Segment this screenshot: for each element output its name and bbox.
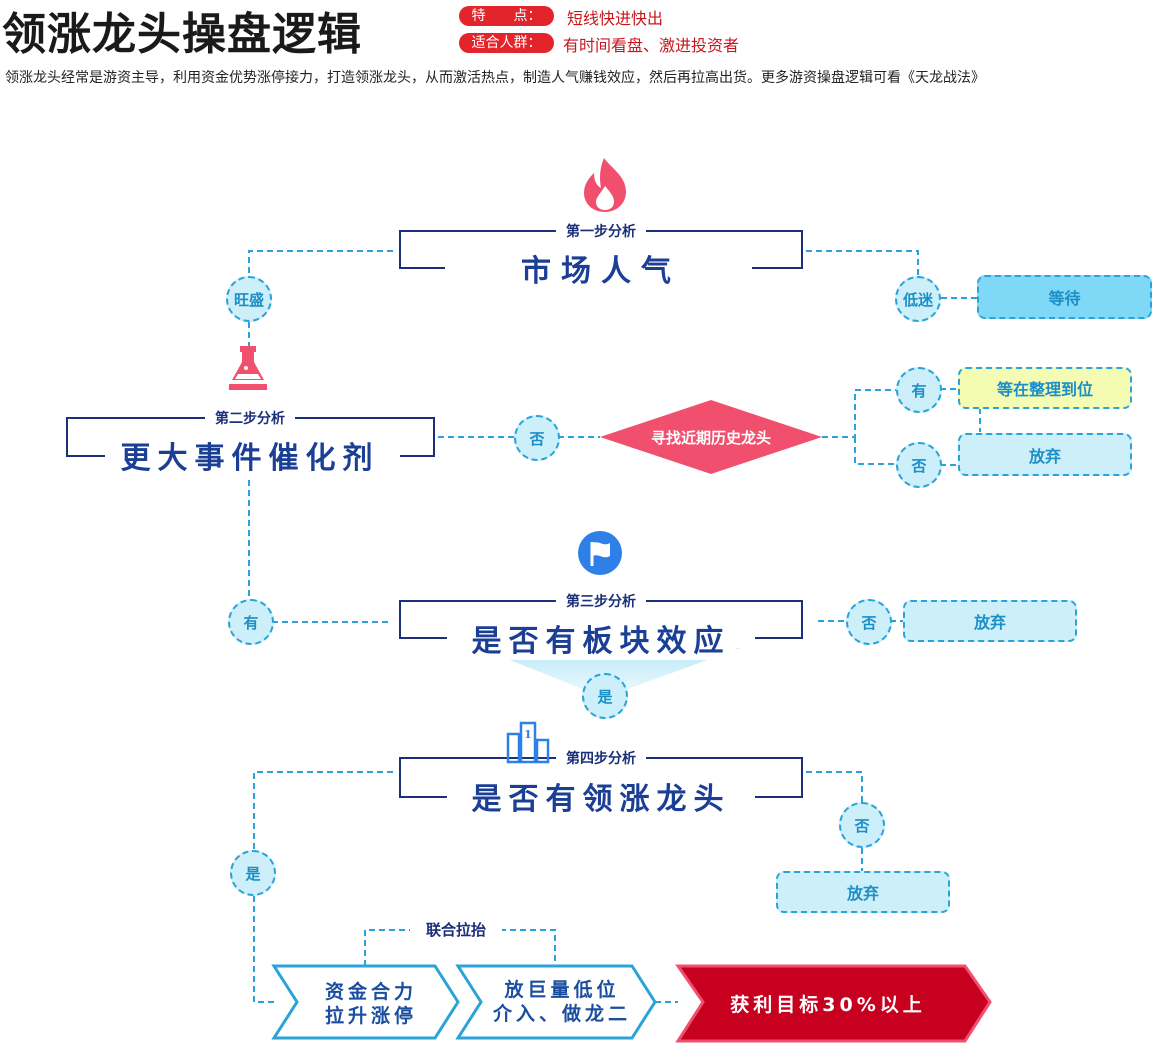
circle-leader-no: 否 bbox=[839, 802, 885, 848]
podium-icon: 1 bbox=[506, 721, 550, 764]
flag-icon bbox=[578, 531, 622, 575]
circle-sector-no: 否 bbox=[846, 599, 892, 645]
chevron1-line2: 拉升涨停 bbox=[324, 1005, 417, 1027]
step3-label: 第三步分析 bbox=[556, 591, 646, 611]
diamond-shape bbox=[600, 400, 822, 474]
circle-sector-yes: 是 bbox=[582, 673, 628, 719]
podium-number: 1 bbox=[524, 728, 532, 741]
connector-step1-left bbox=[248, 250, 393, 276]
circle-diamond-no: 否 bbox=[896, 442, 942, 488]
circle-step2-no: 否 bbox=[514, 415, 560, 461]
circle-catalyst-yes: 有 bbox=[228, 599, 274, 645]
circle-leader-yes: 是 bbox=[230, 850, 276, 896]
diamond-text: 寻找近期历史龙头 bbox=[650, 429, 771, 447]
abandon-box-diamond: 放弃 bbox=[958, 433, 1132, 476]
connector-step4-left bbox=[253, 771, 393, 850]
feature-value: 短线快进快出 bbox=[567, 9, 664, 28]
page-title: 领涨龙头操盘逻辑 bbox=[2, 9, 362, 60]
step3-title: 是否有板块效应 bbox=[465, 616, 737, 660]
chevron2-line1: 放巨量低位 bbox=[504, 979, 620, 1001]
intro-text: 领涨龙头经常是游资主导，利用资金优势涨停接力，打造领涨龙头，从而激活热点，制造人… bbox=[5, 70, 985, 86]
connector-step1-right bbox=[806, 250, 919, 276]
circle-wangsheng: 旺盛 bbox=[226, 276, 272, 322]
circle-diamond-yes: 有 bbox=[896, 367, 942, 413]
chevron1-shape bbox=[271, 964, 460, 1040]
step1-label: 第一步分析 bbox=[556, 221, 646, 241]
chevron2-text: 放巨量低位 介入、做龙二 bbox=[476, 978, 648, 1026]
chevron3-shape bbox=[675, 964, 992, 1043]
step4-label: 第四步分析 bbox=[556, 748, 646, 768]
abandon-box-sector: 放弃 bbox=[903, 600, 1077, 642]
connector-joint-left bbox=[364, 929, 410, 966]
connector-joint-right bbox=[500, 929, 556, 966]
chevron2-line2: 介入、做龙二 bbox=[492, 1003, 631, 1025]
audience-pill: 适合人群： bbox=[459, 33, 554, 53]
connector-diamond-no bbox=[854, 437, 896, 465]
chevron1-line1: 资金合力 bbox=[324, 981, 417, 1003]
flask-icon bbox=[229, 346, 267, 390]
joint-label: 联合拉抬 bbox=[410, 919, 502, 940]
wait-box: 等待 bbox=[977, 275, 1152, 319]
wait-consolidation-box: 等在整理到位 bbox=[958, 367, 1132, 409]
abandon-box-leader: 放弃 bbox=[776, 871, 950, 913]
connector-shi-final bbox=[253, 896, 274, 1003]
step4-title: 是否有领涨龙头 bbox=[465, 774, 737, 818]
chevron1-text: 资金合力 拉升涨停 bbox=[296, 980, 446, 1028]
connector-step4-right bbox=[806, 771, 863, 802]
step1-title: 市场人气 bbox=[515, 246, 687, 290]
audience-value: 有时间看盘、激进投资者 bbox=[563, 36, 740, 55]
fire-icon bbox=[584, 158, 626, 212]
feature-pill: 特 点： bbox=[459, 6, 554, 26]
step2-title: 更大事件催化剂 bbox=[114, 433, 386, 477]
connector-diamond-yes bbox=[822, 389, 896, 438]
step2-label: 第二步分析 bbox=[205, 408, 295, 428]
circle-dimi: 低迷 bbox=[895, 276, 941, 322]
chevron3-text: 获利目标30%以上 bbox=[730, 994, 926, 1016]
chevron2-shape bbox=[455, 964, 657, 1040]
